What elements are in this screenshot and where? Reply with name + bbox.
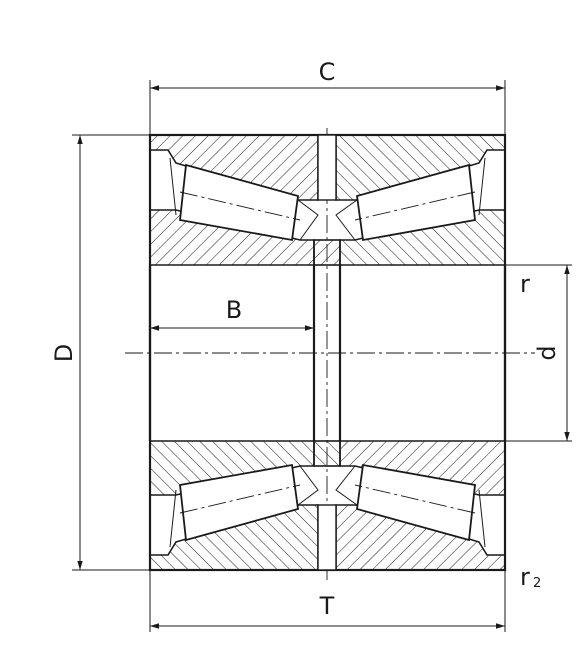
roller-left-upper xyxy=(179,163,299,242)
roller-right-lower xyxy=(356,463,476,542)
lower-section xyxy=(149,440,506,571)
dimension-b: B xyxy=(150,296,314,331)
label-r2-base: r xyxy=(520,563,530,591)
roller-axis xyxy=(354,484,476,514)
label-d-outer: D xyxy=(50,344,78,362)
dimension-d-inner: d xyxy=(505,264,572,442)
label-r: r xyxy=(520,270,530,298)
roller-axis xyxy=(179,191,301,221)
label-t: T xyxy=(319,592,335,620)
roller-axis xyxy=(354,191,476,221)
label-d-inner: d xyxy=(533,345,561,360)
outer-ring-right-lower xyxy=(335,504,506,571)
roller-right-upper xyxy=(356,163,476,242)
label-c: C xyxy=(319,58,336,86)
dimension-t: T xyxy=(149,570,506,632)
label-r2: r 2 xyxy=(520,563,541,591)
roller-left-lower xyxy=(179,463,299,542)
cage-right-lower xyxy=(335,465,486,548)
spacer-upper xyxy=(313,239,341,266)
cage-left-upper xyxy=(169,157,319,241)
upper-section xyxy=(148,133,507,572)
spacer-lower xyxy=(313,440,341,467)
roller-axis xyxy=(179,484,301,514)
label-r2-sub: 2 xyxy=(533,576,541,591)
lube-hole-lower xyxy=(317,504,337,571)
label-b: B xyxy=(226,296,242,324)
lube-hole-upper xyxy=(317,134,337,201)
cage-left-lower xyxy=(169,465,319,548)
cage-right-upper xyxy=(335,157,486,241)
dimension-c: C xyxy=(149,58,506,135)
dimension-d-outer: D xyxy=(50,134,150,571)
